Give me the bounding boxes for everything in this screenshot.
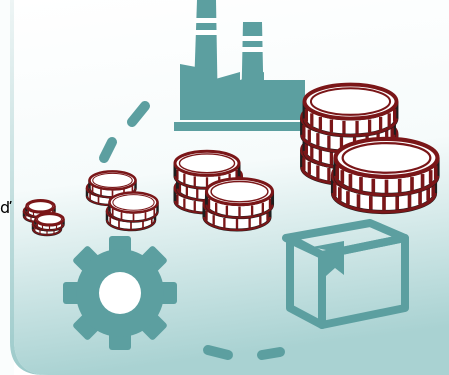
coin-stack-medium <box>204 177 275 220</box>
coin-stacks <box>22 82 440 237</box>
coin-stack-tiny <box>34 212 65 232</box>
box-icon <box>282 219 409 329</box>
coin-stack-large <box>302 82 399 138</box>
edge-text: ď <box>0 198 11 217</box>
factory-icon <box>174 0 324 131</box>
gear-icon <box>63 236 177 350</box>
coin-stack-large <box>333 136 440 197</box>
coin-stack-small <box>108 191 159 223</box>
